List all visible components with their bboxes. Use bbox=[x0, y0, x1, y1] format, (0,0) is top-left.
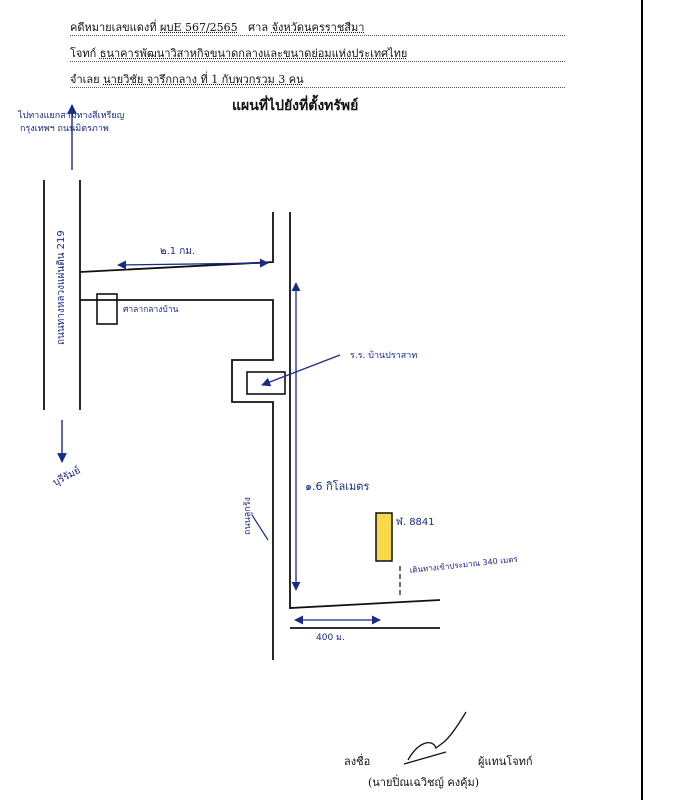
distance-bottom-label: 400 ม. bbox=[316, 633, 345, 643]
temple-block bbox=[246, 371, 286, 395]
map-title: แผนที่ไปยังที่ตั้งทรัพย์ bbox=[232, 98, 359, 114]
distance-side-label: ๑.6 กิโลเมตร bbox=[305, 479, 369, 493]
hall-label: ศาลากลางบ้าน bbox=[123, 304, 179, 315]
defendant-line: จำเลย นายวิชัย จารึกกลาง ที่ 1 กับพวกรวม… bbox=[70, 70, 304, 88]
temple-label: ร.ร. บ้านปราสาท bbox=[350, 350, 417, 361]
plaintiff-line: โจทก์ ธนาคารพัฒนาวิสาหกิจขนาดกลางและขนาด… bbox=[70, 44, 407, 62]
case-number-line: คดีหมายเลขแดงที่ ผบE 567/2565 ศาล จังหวั… bbox=[70, 18, 364, 36]
sign-label: ลงชื่อ bbox=[344, 755, 371, 768]
side-road-label: ถนนลูกรัง bbox=[243, 497, 253, 535]
plot-label: ฬ. 8841 bbox=[396, 516, 435, 528]
case-number-value: ผบE 567/2565 bbox=[160, 21, 238, 34]
page-right-border bbox=[641, 0, 643, 800]
frontage-label: เดินทางเข้าประมาณ 340 เมตร bbox=[409, 555, 519, 575]
connector-road bbox=[79, 212, 441, 660]
side-road-pointer bbox=[251, 514, 269, 541]
bottom-destination-label: บุรีรัมย์ bbox=[51, 464, 83, 488]
dotted-rule bbox=[70, 35, 565, 36]
court-value: จังหวัดนครราชสีมา bbox=[271, 21, 365, 34]
signature-scribble bbox=[403, 711, 467, 765]
defendant-label: จำเลย bbox=[70, 73, 100, 86]
dotted-rule bbox=[70, 87, 565, 88]
plaintiff-label: โจทก์ bbox=[70, 47, 97, 60]
distance-arrow-top bbox=[117, 258, 269, 270]
main-highway bbox=[43, 180, 81, 410]
signer-name: (นายปิ่ณเฉวิชญ์ คงคุ้ม) bbox=[368, 776, 480, 789]
defendant-value: นายวิชัย จารึกกลาง ที่ 1 กับพวกรวม 3 คน bbox=[103, 73, 304, 86]
plaintiff-value: ธนาคารพัฒนาวิสาหกิจขนาดกลางและขนาดย่อมแห… bbox=[99, 47, 408, 60]
dotted-rule bbox=[70, 61, 565, 62]
temple-pointer bbox=[261, 354, 341, 387]
property-plot bbox=[375, 512, 393, 562]
main-road-label: ถนนทางหลวงแผ่นดิน 219 bbox=[56, 230, 67, 345]
distance-top-label: ๒.1 กม. bbox=[160, 246, 195, 257]
signer-role: ผู้แทนโจทก์ bbox=[478, 755, 533, 768]
top-destination-label-2: กรุงเทพฯ ถนนมิตรภาพ bbox=[20, 123, 109, 134]
top-destination-label: ไปทางแยกสามทางสีเหรียญ bbox=[17, 110, 125, 121]
hall-box bbox=[96, 293, 118, 325]
case-number-label: คดีหมายเลขแดงที่ bbox=[70, 21, 157, 34]
court-label: ศาล bbox=[248, 21, 269, 34]
